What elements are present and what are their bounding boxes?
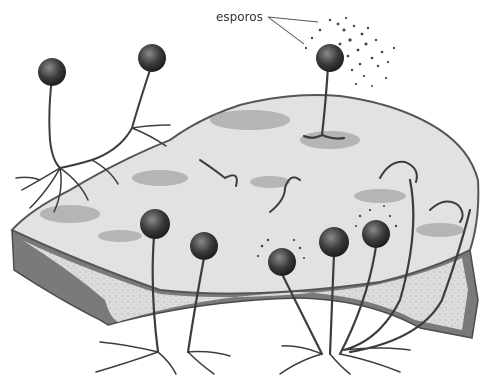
rhizoid-icon	[96, 342, 410, 374]
sporangium-icon	[138, 44, 166, 72]
sporangium-icon	[268, 248, 296, 276]
label-pointer-lines	[268, 17, 318, 44]
sporangium-icon	[140, 209, 170, 239]
spore-label: esporos	[216, 10, 263, 24]
sporangium-icon	[38, 58, 66, 86]
sporangium-icon	[319, 227, 349, 257]
sporangium-icon	[190, 232, 218, 260]
sporangium-icon	[362, 220, 390, 248]
bread-slice-icon	[12, 95, 478, 338]
sporangium-icon	[316, 44, 344, 72]
